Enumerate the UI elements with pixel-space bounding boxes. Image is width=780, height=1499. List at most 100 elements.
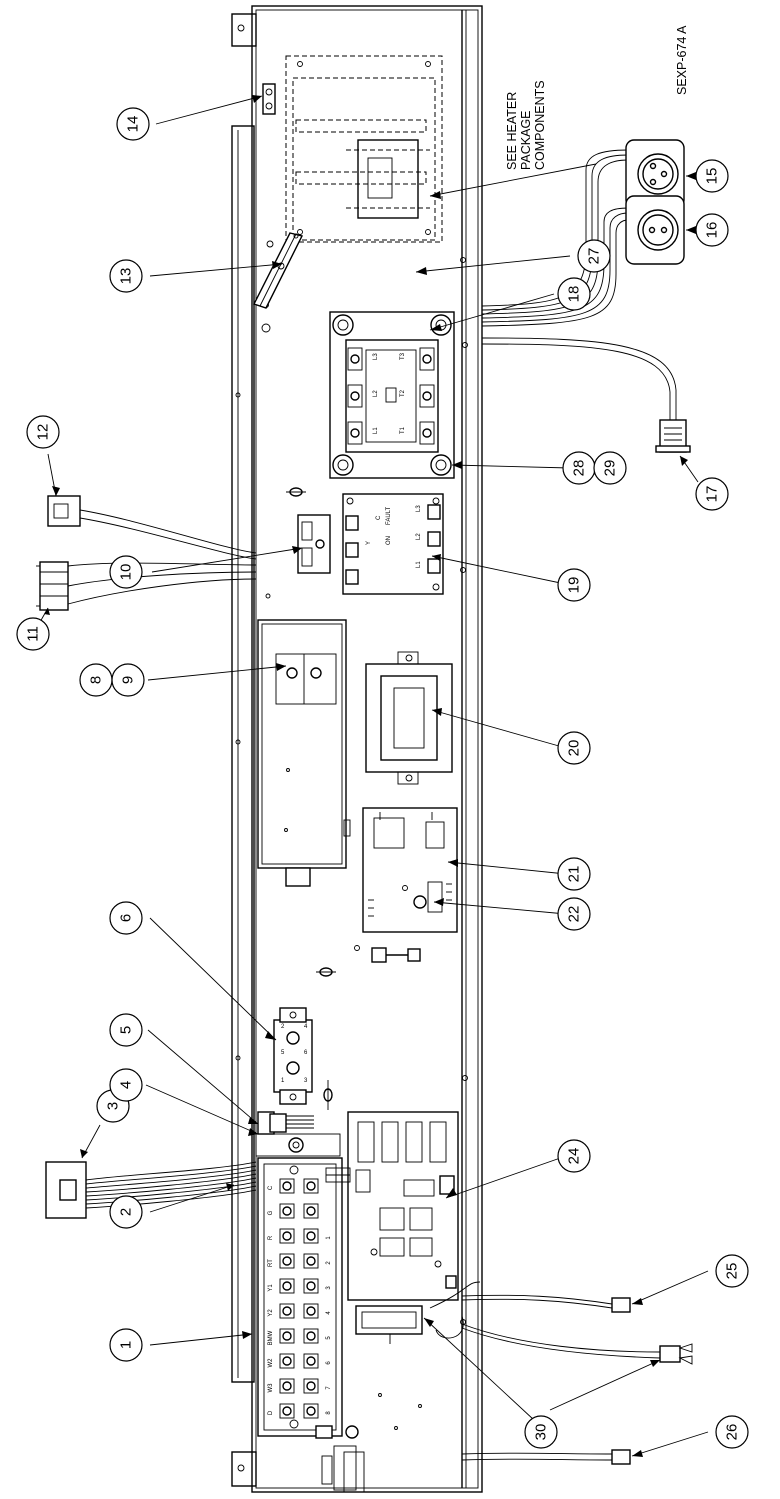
callout-label: 26 <box>724 1424 741 1441</box>
callout-4: 4 <box>109 1068 143 1102</box>
leader-lines <box>39 95 709 1457</box>
ssr-label: L3 <box>416 505 422 512</box>
contactor-terminal-label: L1 <box>373 427 379 434</box>
callout-16: 16 <box>695 213 729 247</box>
terminal-number: 4 <box>326 1311 332 1315</box>
terminal-number: 6 <box>326 1361 332 1365</box>
transformer-20 <box>365 651 453 785</box>
relay-pin-label: 2 <box>281 1024 285 1030</box>
callout-25: 25 <box>715 1254 749 1288</box>
callout-label: 16 <box>704 222 721 239</box>
terminal-label: W2 <box>268 1358 274 1368</box>
callout-label: 22 <box>566 906 583 923</box>
callout-13: 13 <box>109 259 143 293</box>
harness-3 <box>45 1161 257 1219</box>
connector-5 <box>257 1111 314 1135</box>
terminal-label: RT <box>268 1259 274 1267</box>
callout-circle <box>109 1328 143 1362</box>
terminal-label: D <box>268 1410 274 1415</box>
callout-circle <box>715 1254 749 1288</box>
callout-label: 19 <box>566 577 583 594</box>
callout-6: 6 <box>109 901 143 935</box>
callout-26: 26 <box>715 1415 749 1449</box>
terminal-number: 3 <box>326 1286 332 1290</box>
callout-circle <box>557 897 591 931</box>
callout-label: 27 <box>586 248 603 265</box>
callout-label: 17 <box>704 486 721 503</box>
callout-18: 18 <box>557 277 591 311</box>
callout-24: 24 <box>557 1139 591 1173</box>
ssr-label: C <box>376 515 382 520</box>
terminal-label: G <box>268 1210 274 1215</box>
callout-15: 15 <box>695 159 729 193</box>
callout-label: 15 <box>704 168 721 185</box>
ssr-label: Y <box>366 541 372 545</box>
callout-label: 29 <box>602 460 619 477</box>
note-line-1: SEE HEATER <box>505 92 519 170</box>
callout-label: 21 <box>566 866 583 883</box>
callout-label: 5 <box>118 1026 135 1034</box>
heater-package-outline <box>285 55 443 243</box>
relay-pin-label: 3 <box>304 1078 308 1084</box>
contactor-terminal-label: T3 <box>400 352 406 360</box>
callout-circle <box>26 415 60 449</box>
harness-11 <box>36 561 257 611</box>
callout-21: 21 <box>557 857 591 891</box>
terminal-number: 5 <box>326 1336 332 1340</box>
terminal-block-10 <box>297 514 331 574</box>
callout-circle <box>557 857 591 891</box>
heater-element-13 <box>253 232 304 309</box>
breaker-enclosure <box>257 619 351 887</box>
callout-circle <box>116 107 150 141</box>
terminal-label: Y2 <box>268 1309 274 1317</box>
callout-5: 5 <box>109 1013 143 1047</box>
callout-22: 22 <box>557 897 591 931</box>
callout-28: 28 <box>562 451 596 485</box>
callout-label: 20 <box>566 740 583 757</box>
wire-nuts <box>286 487 336 1110</box>
drawing-id: SEXP-674 A <box>675 25 689 95</box>
callout-circle <box>557 568 591 602</box>
callout-1: 1 <box>109 1328 143 1362</box>
ssr-label: L1 <box>416 561 422 568</box>
lower-panel-parts <box>315 1425 365 1493</box>
callout-9: 9 <box>111 663 145 697</box>
terminal-number: 8 <box>326 1411 332 1415</box>
callout-circle <box>715 1415 749 1449</box>
callout-label: 28 <box>571 460 588 477</box>
callout-label: 24 <box>566 1148 583 1165</box>
contactor-terminal-label: T1 <box>400 426 406 434</box>
callout-20: 20 <box>557 731 591 765</box>
callout-circle <box>557 277 591 311</box>
callout-circle <box>695 213 729 247</box>
callout-10: 10 <box>109 555 143 589</box>
callout-circle <box>16 617 50 651</box>
relay-pin-label: 5 <box>281 1050 285 1056</box>
callout-circle <box>557 1139 591 1173</box>
callout-19: 19 <box>557 568 591 602</box>
ssr-label: ON <box>386 536 392 545</box>
control-board-21 <box>362 807 458 963</box>
callout-8: 8 <box>79 663 113 697</box>
harness-12 <box>47 495 257 560</box>
callout-label: 8 <box>88 676 105 684</box>
note-line-2: PACKAGE <box>519 110 533 170</box>
contactor-terminals <box>347 347 435 445</box>
callout-circle <box>109 901 143 935</box>
callout-circle <box>695 159 729 193</box>
callout-27: 27 <box>577 239 611 273</box>
harness-25-26-30 <box>429 1281 693 1465</box>
terminal-label: R <box>268 1235 274 1240</box>
control-board-24 <box>325 1111 459 1344</box>
callout-circle <box>109 259 143 293</box>
heater-package-note: SEE HEATER PACKAGE COMPONENTS <box>505 80 547 170</box>
callout-12: 12 <box>26 415 60 449</box>
callout-circle <box>695 477 729 511</box>
callout-circle <box>109 1068 143 1102</box>
callout-circle <box>593 451 627 485</box>
